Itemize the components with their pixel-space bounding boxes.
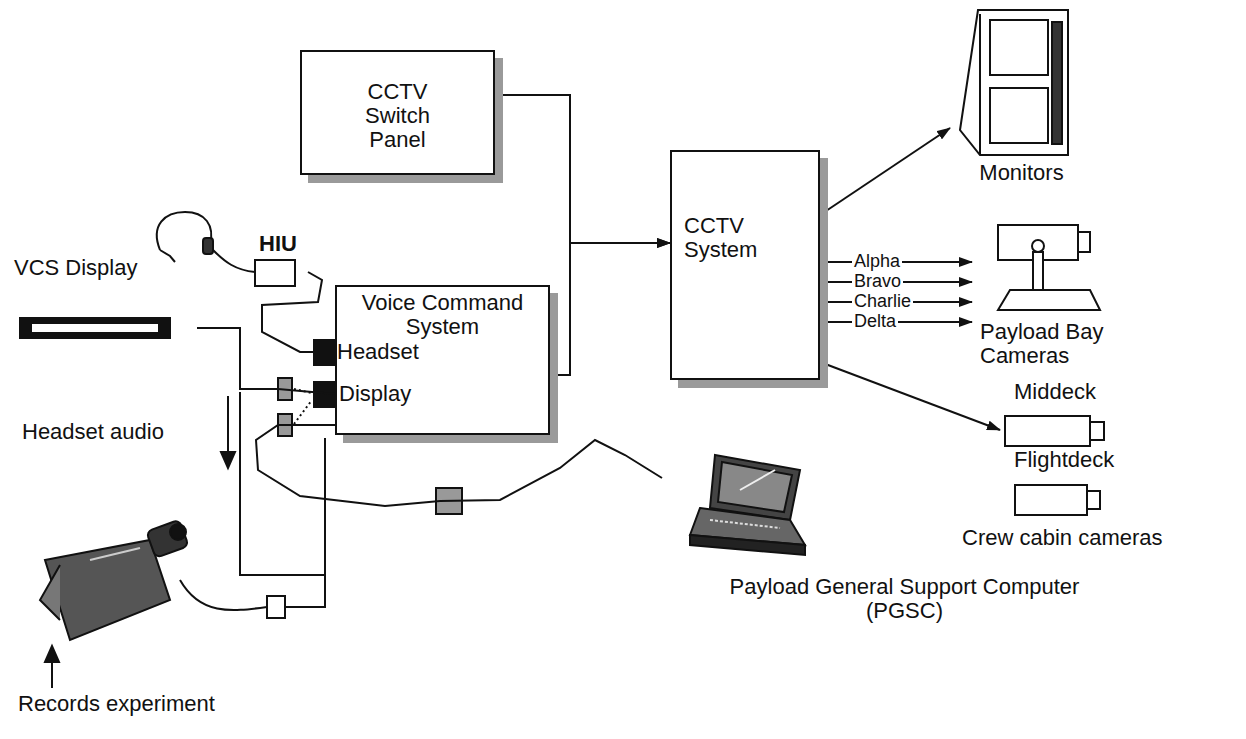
middeck-camera xyxy=(1005,416,1104,446)
channel-label: Bravo xyxy=(852,274,903,289)
camcorder xyxy=(40,520,189,640)
cable xyxy=(197,328,335,394)
middeck-camera-node: Middeck xyxy=(1000,380,1123,448)
port-label: Display xyxy=(339,382,411,406)
node-text: Crew cabin cameras xyxy=(962,526,1182,550)
channel-label: Charlie xyxy=(852,294,913,309)
flightdeck-camera xyxy=(1015,485,1100,515)
hiu-box xyxy=(255,260,295,286)
node-text: VCS Display xyxy=(14,256,189,280)
payload-bay-camera xyxy=(998,225,1100,310)
node-text: Payload Bay Cameras xyxy=(980,320,1120,368)
flightdeck-camera-node: Flightdeck xyxy=(1000,448,1133,518)
node-text: CCTV Switch Panel xyxy=(353,80,443,152)
camcorder-connector xyxy=(267,596,285,618)
crew-cabin-cameras-node: Crew cabin cameras MiddeckFlightdeck xyxy=(962,378,1190,558)
pgsc-node: Payload General Support Computer (PGSC) xyxy=(662,445,1147,640)
cctv-system-box: CCTV System xyxy=(670,150,820,380)
headset-mic xyxy=(160,250,175,262)
vcs-display-window xyxy=(32,324,158,332)
signal-arrow xyxy=(820,128,950,215)
signal-arrow xyxy=(495,95,670,243)
vcs-display-bar xyxy=(20,318,170,338)
hiu-node: HIU xyxy=(248,228,308,288)
payload-bay-cameras-node: Payload Bay Cameras xyxy=(972,215,1137,375)
node-text: Middeck xyxy=(1014,380,1123,404)
node-text: HIU xyxy=(252,232,304,256)
signal-arrow xyxy=(820,362,1000,430)
camcorder-cable xyxy=(180,580,267,610)
port-label: Headset xyxy=(337,340,419,364)
monitors-node: Monitors xyxy=(950,5,1093,191)
node-text: Flightdeck xyxy=(1014,448,1133,472)
headset-earpiece xyxy=(203,238,213,254)
headset-cable xyxy=(213,250,255,272)
arrow-head xyxy=(45,646,59,662)
node-text: Voice Command System xyxy=(343,291,543,339)
signal-label: Headset audio xyxy=(22,420,164,444)
vcs-display-node: VCS Display xyxy=(10,252,197,344)
laptop-pgsc xyxy=(690,455,805,555)
node-text: Monitors xyxy=(954,161,1089,185)
monitor-illustration xyxy=(960,10,1068,155)
arrow-head xyxy=(221,452,235,468)
node-text: Payload General Support Computer (PGSC) xyxy=(705,575,1105,623)
connector-dots xyxy=(294,389,312,424)
switch-panel-box: CCTV Switch Panel xyxy=(300,50,495,175)
channel-label: Alpha xyxy=(852,254,902,269)
cable xyxy=(256,425,662,506)
signal-arrow xyxy=(550,243,670,375)
callout-label: Records experiment xyxy=(18,692,215,716)
cable xyxy=(262,272,335,352)
node-text: CCTV System xyxy=(684,214,794,262)
channel-label: Delta xyxy=(852,314,898,329)
